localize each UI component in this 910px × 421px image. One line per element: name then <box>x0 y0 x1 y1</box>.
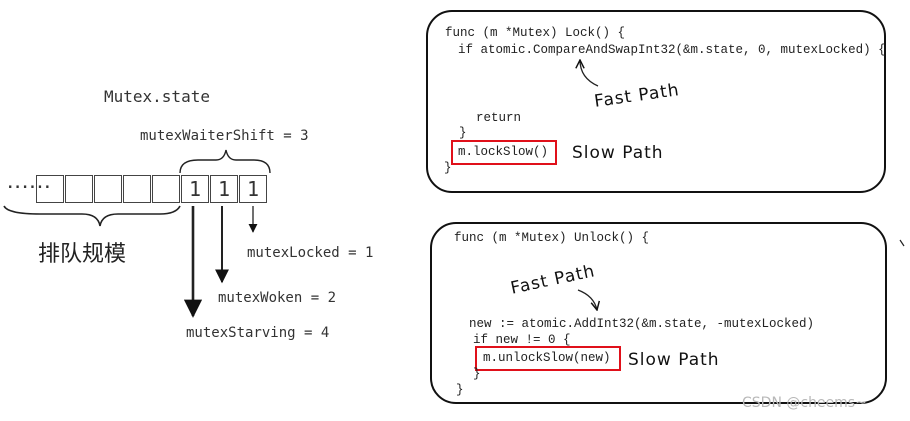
mutex-starving-label: mutexStarving = 4 <box>186 325 330 341</box>
state-title: Mutex.state <box>104 87 210 106</box>
state-cell-empty <box>152 175 180 203</box>
queue-size-label: 排队规模 <box>38 242 127 267</box>
csdn-watermark: CSDN @cheems~ <box>742 395 867 411</box>
state-bit-locked: 1 <box>239 175 267 203</box>
edge-tick <box>899 239 905 247</box>
unlock-if-condition: if new != 0 { <box>473 333 571 347</box>
unlock-code-box <box>430 222 887 404</box>
lock-code-box <box>426 10 886 193</box>
state-bit-starving: 1 <box>181 175 209 203</box>
lock-func-signature: func (m *Mutex) Lock() { <box>445 26 626 40</box>
state-cell-empty <box>123 175 151 203</box>
mutex-woken-label: mutexWoken = 2 <box>218 290 337 306</box>
unlock-atomic-add: new := atomic.AddInt32(&m.state, -mutexL… <box>469 317 815 331</box>
lock-slow-path-label: Slow Path <box>572 143 664 163</box>
lock-slow-call: m.lockSlow() <box>458 145 549 159</box>
state-bit-woken: 1 <box>210 175 238 203</box>
state-cell-empty <box>36 175 64 203</box>
state-cell-empty <box>65 175 93 203</box>
lock-cas-condition: if atomic.CompareAndSwapInt32(&m.state, … <box>458 43 886 57</box>
waiter-shift-brace <box>179 149 271 174</box>
unlock-fast-path-arrow <box>577 289 597 310</box>
overflow-dots: ...... <box>6 176 52 192</box>
unlock-func-signature: func (m *Mutex) Unlock() { <box>454 231 650 245</box>
state-cell-empty <box>94 175 122 203</box>
waiter-count-brace <box>3 205 181 227</box>
unlock-outer-close: } <box>456 383 464 397</box>
unlock-slow-highlight <box>475 346 621 371</box>
unlock-slow-call: m.unlockSlow(new) <box>483 351 611 365</box>
lock-return: return <box>476 111 522 125</box>
waiter-shift-label: mutexWaiterShift = 3 <box>140 128 309 144</box>
lock-inner-close: } <box>459 126 467 140</box>
unlock-slow-path-label: Slow Path <box>628 350 720 370</box>
unlock-inner-close: } <box>473 367 481 381</box>
lock-fast-path-arrow <box>580 60 599 87</box>
lock-slow-highlight <box>451 140 557 165</box>
lock-outer-close: } <box>444 161 452 175</box>
mutex-locked-label: mutexLocked = 1 <box>247 245 374 261</box>
